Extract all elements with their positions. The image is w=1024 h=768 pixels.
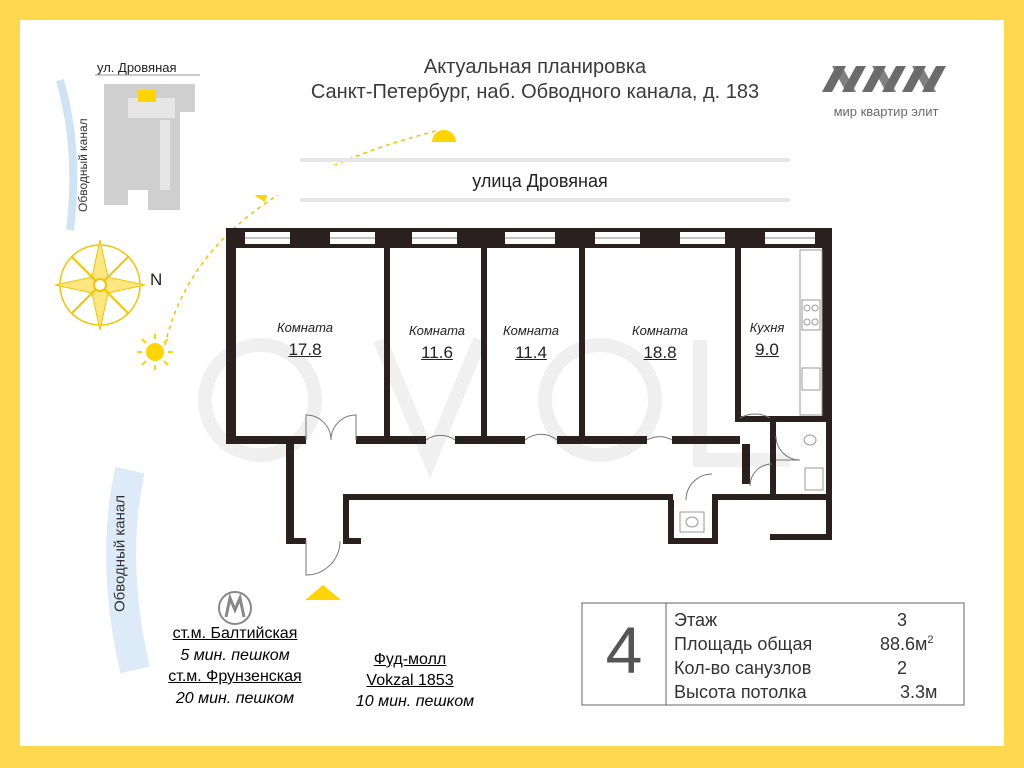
- page-title: Актуальная планировка: [423, 56, 647, 78]
- metro-2-time: 20 мин. пешком: [175, 690, 295, 707]
- sunset-icon: [432, 130, 456, 142]
- canal-label: Обводный канал: [111, 494, 129, 613]
- ceiling-label: Высота потолка: [674, 682, 807, 702]
- logo-tagline: мир квартир элит: [833, 104, 939, 119]
- mini-canal-label: Обводный канал: [76, 118, 90, 212]
- metro-2-name: ст.м. Фрунзенская: [168, 668, 302, 685]
- metro-1-name: ст.м. Балтийская: [172, 625, 298, 642]
- bathrooms-value: 2: [897, 658, 908, 678]
- area-value-number: 88.6м: [880, 634, 928, 654]
- floor-label: Этаж: [674, 610, 718, 630]
- logo-icon: [822, 66, 946, 92]
- mall-time: 10 мин. пешком: [355, 693, 475, 710]
- area-unit-sup: 2: [927, 634, 934, 646]
- bath-fixtures: [679, 434, 824, 533]
- room-1-area: 17.8: [288, 340, 322, 359]
- rooms-count: 4: [605, 613, 643, 687]
- area-value: 88.6м2: [880, 634, 934, 655]
- ceiling-value: 3.3м: [900, 682, 938, 702]
- room-4-label: Комната: [631, 323, 689, 338]
- room-3-label: Комната: [502, 323, 560, 338]
- bathrooms-label: Кол-во санузлов: [674, 658, 812, 678]
- plan-card: [20, 20, 1004, 746]
- mall-name-2: Vokzal 1853: [366, 672, 454, 689]
- watermark-icon: [198, 337, 790, 479]
- canal-mini-strip: [56, 78, 78, 231]
- street-label: улица Дровяная: [472, 171, 608, 191]
- sun-icon: [137, 334, 173, 370]
- mall-name-1: Фуд-молл: [373, 651, 447, 668]
- room-2-area: 11.6: [421, 343, 453, 362]
- room-2-label: Комната: [408, 323, 466, 338]
- door-swings: [305, 413, 801, 576]
- room-4-area: 18.8: [643, 343, 677, 362]
- info-table: [581, 602, 965, 706]
- north-label: N: [150, 270, 163, 289]
- entrance-icon: [305, 585, 341, 600]
- kitchen-area: 9.0: [755, 340, 779, 359]
- metro-logo-icon: [218, 591, 252, 625]
- room-1-label: Комната: [276, 320, 334, 335]
- area-label: Площадь общая: [674, 634, 813, 654]
- address-subtitle: Санкт-Петербург, наб. Обводного канала, …: [310, 81, 760, 103]
- floor-value: 3: [897, 610, 908, 630]
- street-band: [230, 165, 820, 195]
- kitchen-fixtures: [799, 249, 823, 416]
- metro-1-time: 5 мин. пешком: [180, 647, 290, 664]
- kitchen-label: Кухня: [749, 320, 785, 335]
- room-3-area: 11.4: [515, 343, 547, 362]
- building-marker: [138, 90, 156, 102]
- mini-street-label: ул. Дровяная: [97, 60, 177, 75]
- compass-icon: [54, 239, 146, 331]
- site-mini-map: [56, 74, 200, 231]
- canal-strip: [106, 466, 150, 674]
